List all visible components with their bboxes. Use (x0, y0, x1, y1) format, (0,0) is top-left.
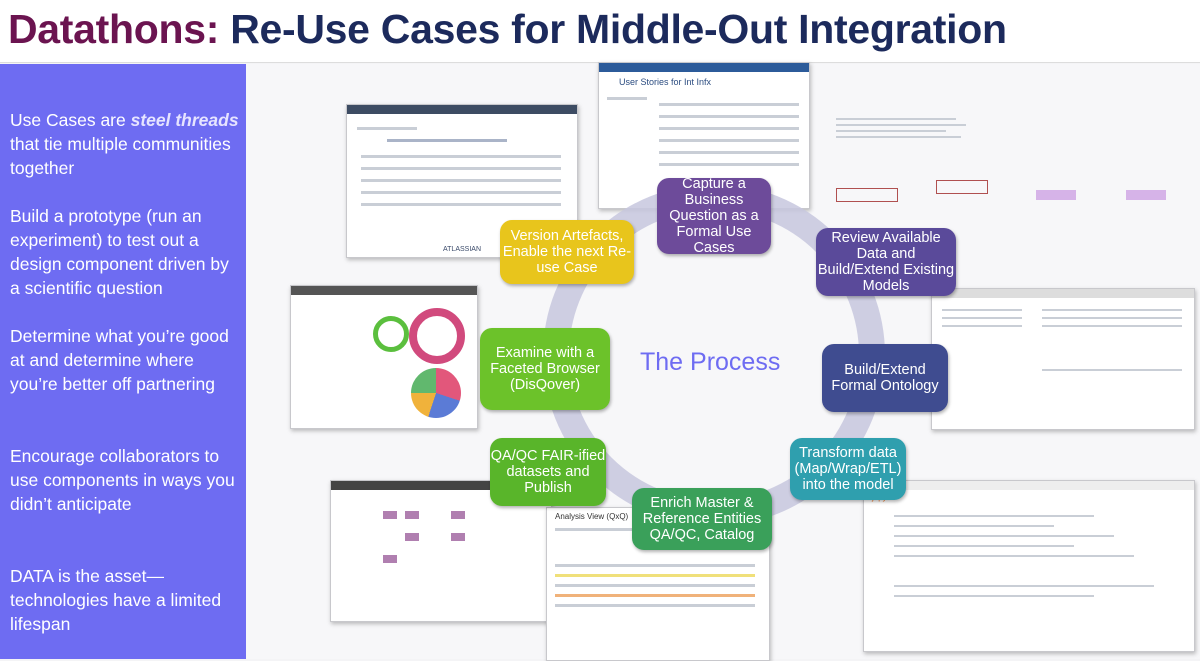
title-bar: Datathons: Re-Use Cases for Middle-Out I… (0, 0, 1200, 63)
node-capture-business-question: Capture a Business Question as a Formal … (657, 176, 771, 256)
graph-query-screenshot (836, 110, 1194, 230)
jupyter-screenshot: jupyter (863, 480, 1195, 652)
bullet-1-text-a: Use Cases are (10, 110, 131, 130)
bullet-prototype: Build a prototype (run an experiment) to… (10, 206, 229, 298)
atlassian-label: ATLASSIAN (443, 246, 481, 253)
node-enrich-master: Enrich Master & Reference Entities QA/QC… (632, 488, 772, 550)
ontology-editor-screenshot (931, 288, 1195, 430)
title-part-datathons: Datathons: (8, 6, 231, 52)
bullet-data-asset: DATA is the asset—technologies have a li… (10, 566, 222, 634)
analysis-view-title: Analysis View (QxQ) (555, 512, 629, 521)
dashboard-screenshot (290, 285, 478, 429)
schema-screenshot (330, 480, 552, 622)
bullet-1-emphasis: steel threads (130, 110, 239, 130)
node-faceted-browser: Examine with a Faceted Browser (DisQover… (480, 328, 610, 410)
user-stories-title: User Stories for Int Infx (619, 77, 712, 87)
bullet-sidebar: Use Cases are steel threads that tie mul… (0, 64, 246, 659)
node-version-artefacts: Version Artefacts, Enable the next Re-us… (500, 220, 634, 284)
node-build-ontology: Build/Extend Formal Ontology (822, 344, 948, 412)
center-label: The Process (640, 348, 781, 376)
bullet-steel-threads: Use Cases are steel threads that tie mul… (10, 108, 240, 180)
bullet-collaborators: Encourage collaborators to use component… (10, 446, 235, 514)
title-part-subtitle: Re-Use Cases for Middle-Out Integration (230, 6, 1007, 52)
node-review-data-models: Review Available Data and Build/Extend E… (816, 228, 956, 296)
bullet-partnering: Determine what you’re good at and determ… (10, 326, 229, 394)
node-transform-data: Transform data (Map/Wrap/ETL) into the m… (790, 438, 906, 500)
node-qaqc-publish: QA/QC FAIR-ified datasets and Publish (490, 438, 606, 506)
slide-title: Datathons: Re-Use Cases for Middle-Out I… (8, 6, 1007, 53)
bullet-1-text-b: that tie multiple communities together (10, 134, 231, 178)
